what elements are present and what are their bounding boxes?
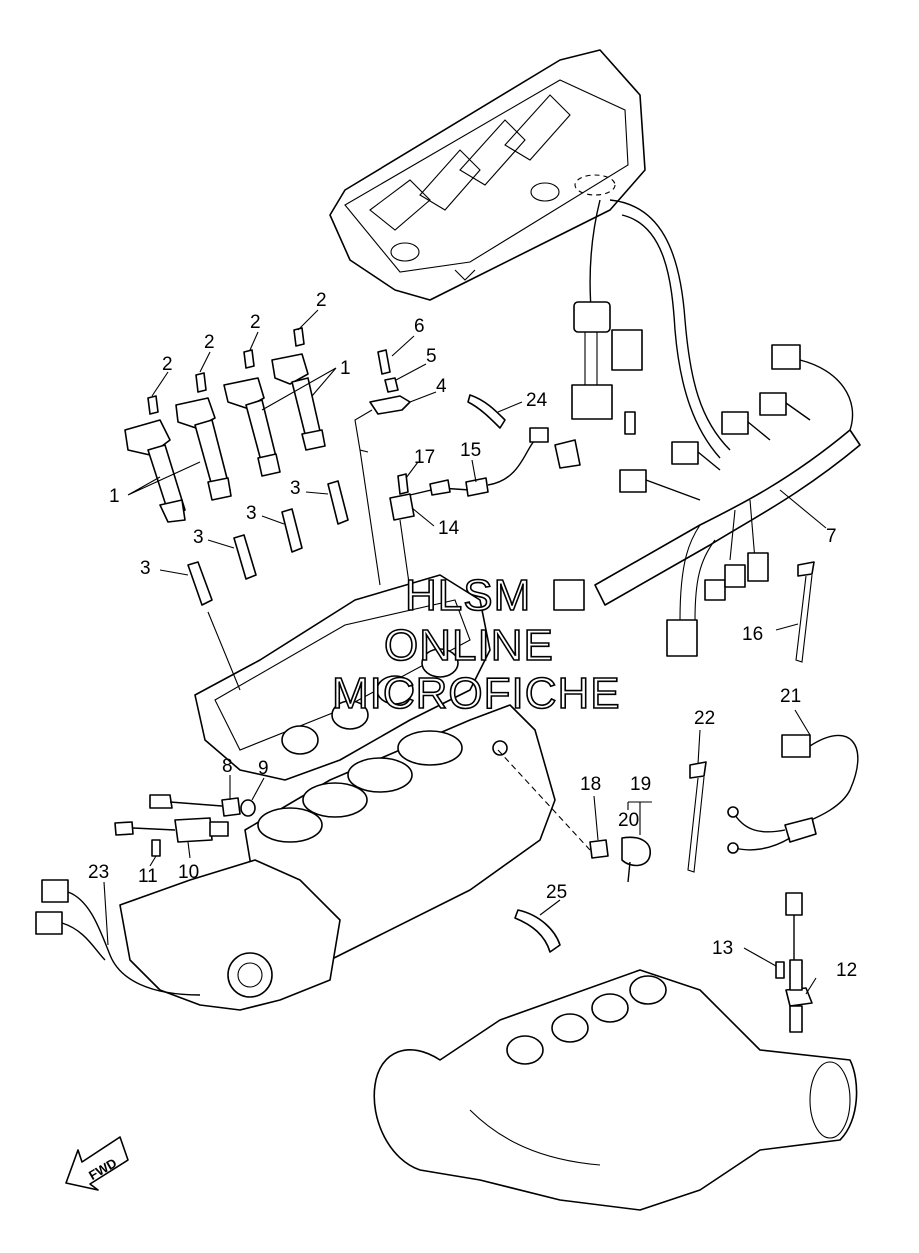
watermark-line-3: MICROFICHE: [332, 669, 621, 718]
callout-14: 14: [438, 518, 460, 539]
callout-1: 1: [340, 358, 351, 379]
callout-12: 12: [836, 960, 857, 981]
ignition-coils: [124, 327, 326, 523]
watermark-line-1: HLSM: [405, 571, 531, 620]
ignition-coil: [223, 377, 281, 477]
callout-17: 17: [414, 447, 435, 468]
callout-4: 4: [436, 376, 447, 397]
callout-24: 24: [526, 390, 548, 411]
callout-15: 15: [460, 440, 481, 461]
fwd-arrow-icon: FWD: [65, 1136, 129, 1191]
left-sensors: [114, 794, 256, 857]
crankcase: [119, 859, 341, 1011]
callout-23: 23: [88, 862, 109, 883]
callout-2: 2: [316, 290, 327, 311]
callout-2: 2: [162, 354, 173, 375]
callout-21: 21: [780, 686, 801, 707]
cylinder-head: [194, 574, 491, 781]
callout-19: 19: [630, 774, 651, 795]
callout-2: 2: [204, 332, 215, 353]
watermark-line-2: ONLINE: [384, 621, 554, 670]
bracket-assembly: [354, 349, 411, 453]
callout-3: 3: [246, 503, 257, 524]
exhaust-manifold: [373, 969, 858, 1211]
wire-harness: [553, 199, 861, 657]
callout-22: 22: [694, 708, 715, 729]
callout-3: 3: [193, 527, 204, 548]
callout-18: 18: [580, 774, 601, 795]
callout-9: 9: [258, 758, 269, 779]
callout-16: 16: [742, 624, 763, 645]
callout-13: 13: [712, 938, 733, 959]
sub-harness: [35, 879, 201, 996]
callout-3: 3: [140, 558, 151, 579]
ignition-coil: [175, 397, 232, 501]
ignition-coil: [271, 353, 326, 451]
callout-5: 5: [426, 346, 437, 367]
temperature-sensors: [589, 836, 651, 883]
callout-25: 25: [546, 882, 567, 903]
callout-3: 3: [290, 478, 301, 499]
callout-11: 11: [138, 866, 158, 887]
cable-ties: [514, 561, 815, 953]
spark-plugs: [187, 480, 349, 606]
cylinder-block: [244, 704, 556, 961]
sensor-12: [775, 892, 813, 1033]
callout-7: 7: [826, 526, 837, 547]
intake-cover: [329, 49, 646, 301]
callout-1: 1: [109, 486, 120, 507]
sensor-harness: [727, 734, 859, 854]
leader-lines: [103, 309, 827, 995]
watermark: HLSM ONLINE MICROFICHE: [331, 570, 621, 719]
callout-2: 2: [250, 312, 261, 333]
callout-10: 10: [178, 862, 199, 883]
callouts: 1 1 2 2 2 2 3 3 3 3 4 5 6 7 8 9 10 11 12…: [88, 290, 857, 981]
ignition-coil: [124, 419, 186, 523]
callout-8: 8: [222, 756, 233, 777]
callout-20: 20: [618, 810, 639, 831]
sensor-assembly: [389, 394, 581, 521]
callout-6: 6: [414, 316, 425, 337]
